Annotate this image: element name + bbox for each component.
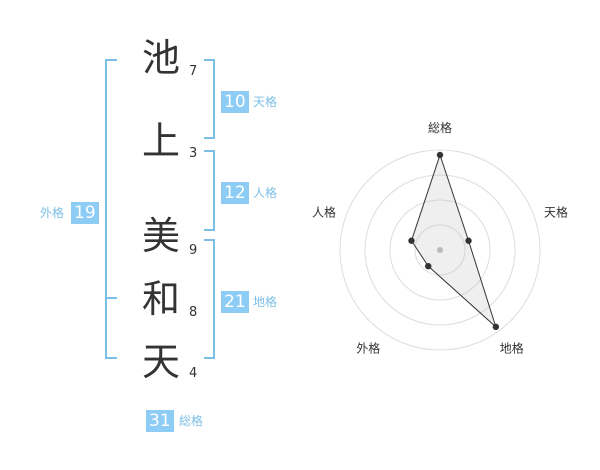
- radar-point: [436, 151, 444, 159]
- radar-ring: [389, 199, 491, 301]
- gaikaku-bracket: [105, 59, 117, 359]
- tenkaku-label: 天格: [253, 95, 278, 109]
- radar-polygon: [410, 153, 497, 329]
- tenkaku-value: 10: [221, 91, 249, 113]
- radar-axis-label: 地格: [500, 341, 524, 356]
- gaikaku-value: 19: [71, 202, 99, 224]
- name-char-3: 美: [141, 214, 180, 258]
- radar-point: [408, 237, 415, 244]
- soukaku-value: 31: [146, 410, 174, 432]
- name-char-2: 上: [141, 119, 180, 163]
- jinkaku-bracket: [204, 150, 215, 231]
- radar-point: [465, 237, 472, 244]
- jinkaku-value: 12: [221, 182, 249, 204]
- stroke-count-3: 9: [189, 243, 198, 258]
- tenkaku-bracket: [204, 59, 215, 139]
- stroke-count-5: 4: [189, 366, 198, 381]
- name-char-1: 池: [141, 36, 180, 80]
- stroke-count-4: 8: [189, 305, 198, 320]
- jinkaku-label: 人格: [253, 186, 278, 200]
- radar-axis-label: 天格: [544, 204, 568, 219]
- stroke-count-1: 7: [189, 64, 198, 79]
- radar-ring: [414, 224, 466, 276]
- radar-ring: [339, 149, 541, 351]
- soukaku-label: 総格: [179, 414, 204, 428]
- gaikaku-label: 外格: [40, 206, 65, 220]
- chikaku-label: 地格: [253, 295, 278, 309]
- radar-axis-label: 外格: [356, 341, 380, 356]
- chikaku-bracket: [204, 239, 215, 359]
- name-char-4: 和: [141, 277, 180, 321]
- radar-point: [425, 262, 432, 270]
- stroke-count-2: 3: [189, 146, 198, 161]
- radar-ring: [364, 174, 516, 326]
- radar-axis-label: 人格: [312, 204, 336, 219]
- radar-point: [492, 323, 500, 331]
- chikaku-value: 21: [221, 291, 249, 313]
- radar-center-dot: [437, 247, 443, 253]
- name-char-5: 天: [141, 340, 180, 384]
- radar-axis-label: 総格: [428, 120, 452, 135]
